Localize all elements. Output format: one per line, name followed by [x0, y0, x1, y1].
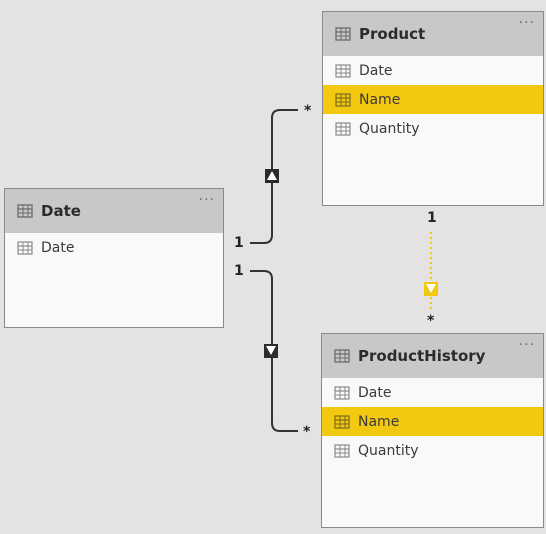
arrow-down-highlight-icon [424, 282, 438, 296]
table-icon [17, 204, 33, 218]
cardinality-one-product-producthistory: 1 [427, 210, 437, 226]
cardinality-many-product-producthistory: * [427, 313, 435, 329]
more-options-button[interactable]: ··· [518, 337, 535, 353]
table-title: ProductHistory [358, 347, 486, 365]
table-card-product[interactable]: Product ··· Date Name [322, 11, 544, 206]
cardinality-one-date-product: 1 [234, 235, 244, 251]
field-row-date[interactable]: Date [323, 56, 543, 85]
field-label: Date [41, 239, 75, 256]
table-icon [335, 27, 351, 41]
field-row-name[interactable]: Name [323, 85, 543, 114]
arrow-down-icon [264, 344, 278, 358]
table-title: Product [359, 25, 426, 43]
field-label: Name [358, 413, 400, 430]
table-icon [334, 349, 350, 363]
table-icon [334, 385, 350, 400]
table-icon [335, 63, 351, 78]
field-label: Date [358, 384, 392, 401]
table-icon [335, 92, 351, 107]
table-title: Date [41, 202, 81, 220]
table-icon [335, 121, 351, 136]
field-row-name[interactable]: Name [322, 407, 543, 436]
cardinality-many-date-product: * [304, 103, 312, 119]
field-label: Name [359, 91, 401, 108]
table-icon [334, 414, 350, 429]
table-header[interactable]: Product ··· [323, 12, 543, 56]
arrow-up-icon [265, 169, 279, 183]
table-header[interactable]: Date ··· [5, 189, 223, 233]
field-row-quantity[interactable]: Quantity [323, 114, 543, 143]
field-label: Date [359, 62, 393, 79]
field-label: Quantity [358, 442, 419, 459]
field-row-quantity[interactable]: Quantity [322, 436, 543, 465]
table-icon [17, 240, 33, 255]
more-options-button[interactable]: ··· [198, 192, 215, 208]
more-options-button[interactable]: ··· [518, 15, 535, 31]
table-icon [334, 443, 350, 458]
cardinality-many-date-producthistory: * [303, 424, 311, 440]
table-card-date[interactable]: Date ··· Date [4, 188, 224, 328]
cardinality-one-date-producthistory: 1 [234, 263, 244, 279]
field-row-date[interactable]: Date [5, 233, 223, 262]
field-label: Quantity [359, 120, 420, 137]
table-card-producthistory[interactable]: ProductHistory ··· Date Name Qu [321, 333, 544, 528]
field-row-date[interactable]: Date [322, 378, 543, 407]
table-header[interactable]: ProductHistory ··· [322, 334, 543, 378]
